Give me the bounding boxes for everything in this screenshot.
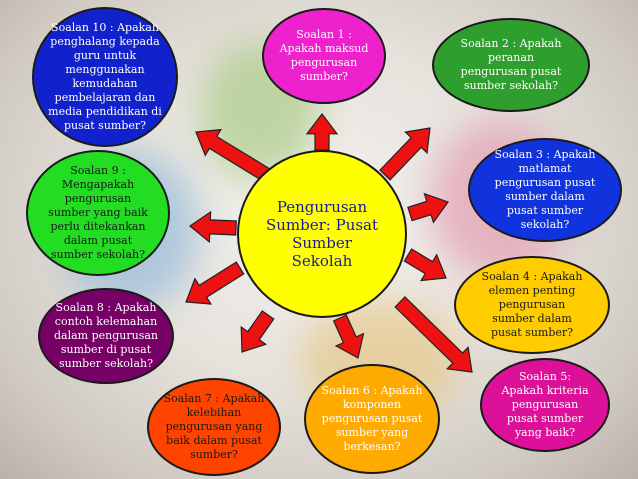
center-node-text: Pengurusan Sumber: Pusat Sumber Sekolah: [265, 198, 379, 270]
arrow-to-soalan-6: [332, 314, 365, 359]
node-text: Soalan 3 : Apakah matlamat pengurusan pu…: [494, 147, 596, 232]
node-soalan-5: Soalan 5: Apakah kriteria pengurusan pus…: [480, 358, 610, 452]
node-text: Soalan 9 : Mengapakah pengurusan sumber …: [48, 163, 148, 262]
arrow-to-soalan-5: [394, 296, 473, 373]
node-soalan-9: Soalan 9 : Mengapakah pengurusan sumber …: [26, 150, 170, 276]
node-text: Soalan 1 : Apakah maksud pengurusan sumb…: [279, 27, 369, 84]
arrow-to-soalan-3: [407, 192, 449, 224]
node-soalan-8: Soalan 8 : Apakah contoh kelemahan dalam…: [38, 288, 174, 384]
node-soalan-7: Soalan 7 : Apakah kelebihan pengurusan y…: [147, 378, 281, 476]
node-text: Soalan 4 : Apakah elemen penting penguru…: [481, 269, 583, 340]
arrow-to-soalan-7: [240, 310, 275, 353]
node-soalan-6: Soalan 6 : Apakah komponen pengurusan pu…: [304, 364, 440, 474]
arrow-to-soalan-4: [403, 248, 447, 282]
center-node: Pengurusan Sumber: Pusat Sumber Sekolah: [237, 150, 407, 318]
arrow-to-soalan-10: [195, 128, 273, 183]
node-soalan-3: Soalan 3 : Apakah matlamat pengurusan pu…: [468, 138, 622, 242]
node-text: Soalan 6 : Apakah komponen pengurusan pu…: [321, 383, 423, 454]
node-soalan-2: Soalan 2 : Apakah peranan pengurusan pus…: [432, 18, 590, 112]
node-text: Soalan 5: Apakah kriteria pengurusan pus…: [501, 369, 589, 440]
arrow-to-soalan-2: [379, 127, 431, 181]
node-soalan-1: Soalan 1 : Apakah maksud pengurusan sumb…: [262, 8, 386, 104]
arrow-to-soalan-9: [189, 210, 237, 244]
node-soalan-4: Soalan 4 : Apakah elemen penting penguru…: [454, 256, 610, 354]
node-text: Soalan 2 : Apakah peranan pengurusan pus…: [460, 36, 562, 93]
node-text: Soalan 7 : Apakah kelebihan pengurusan y…: [163, 391, 265, 462]
arrow-to-soalan-1: [305, 113, 339, 151]
arrow-to-soalan-8: [185, 261, 245, 305]
node-text: Soalan 8 : Apakah contoh kelemahan dalam…: [54, 300, 158, 371]
node-text: Soalan 10 : Apakah penghalang kepada gur…: [48, 20, 162, 133]
node-soalan-10: Soalan 10 : Apakah penghalang kepada gur…: [32, 7, 178, 147]
